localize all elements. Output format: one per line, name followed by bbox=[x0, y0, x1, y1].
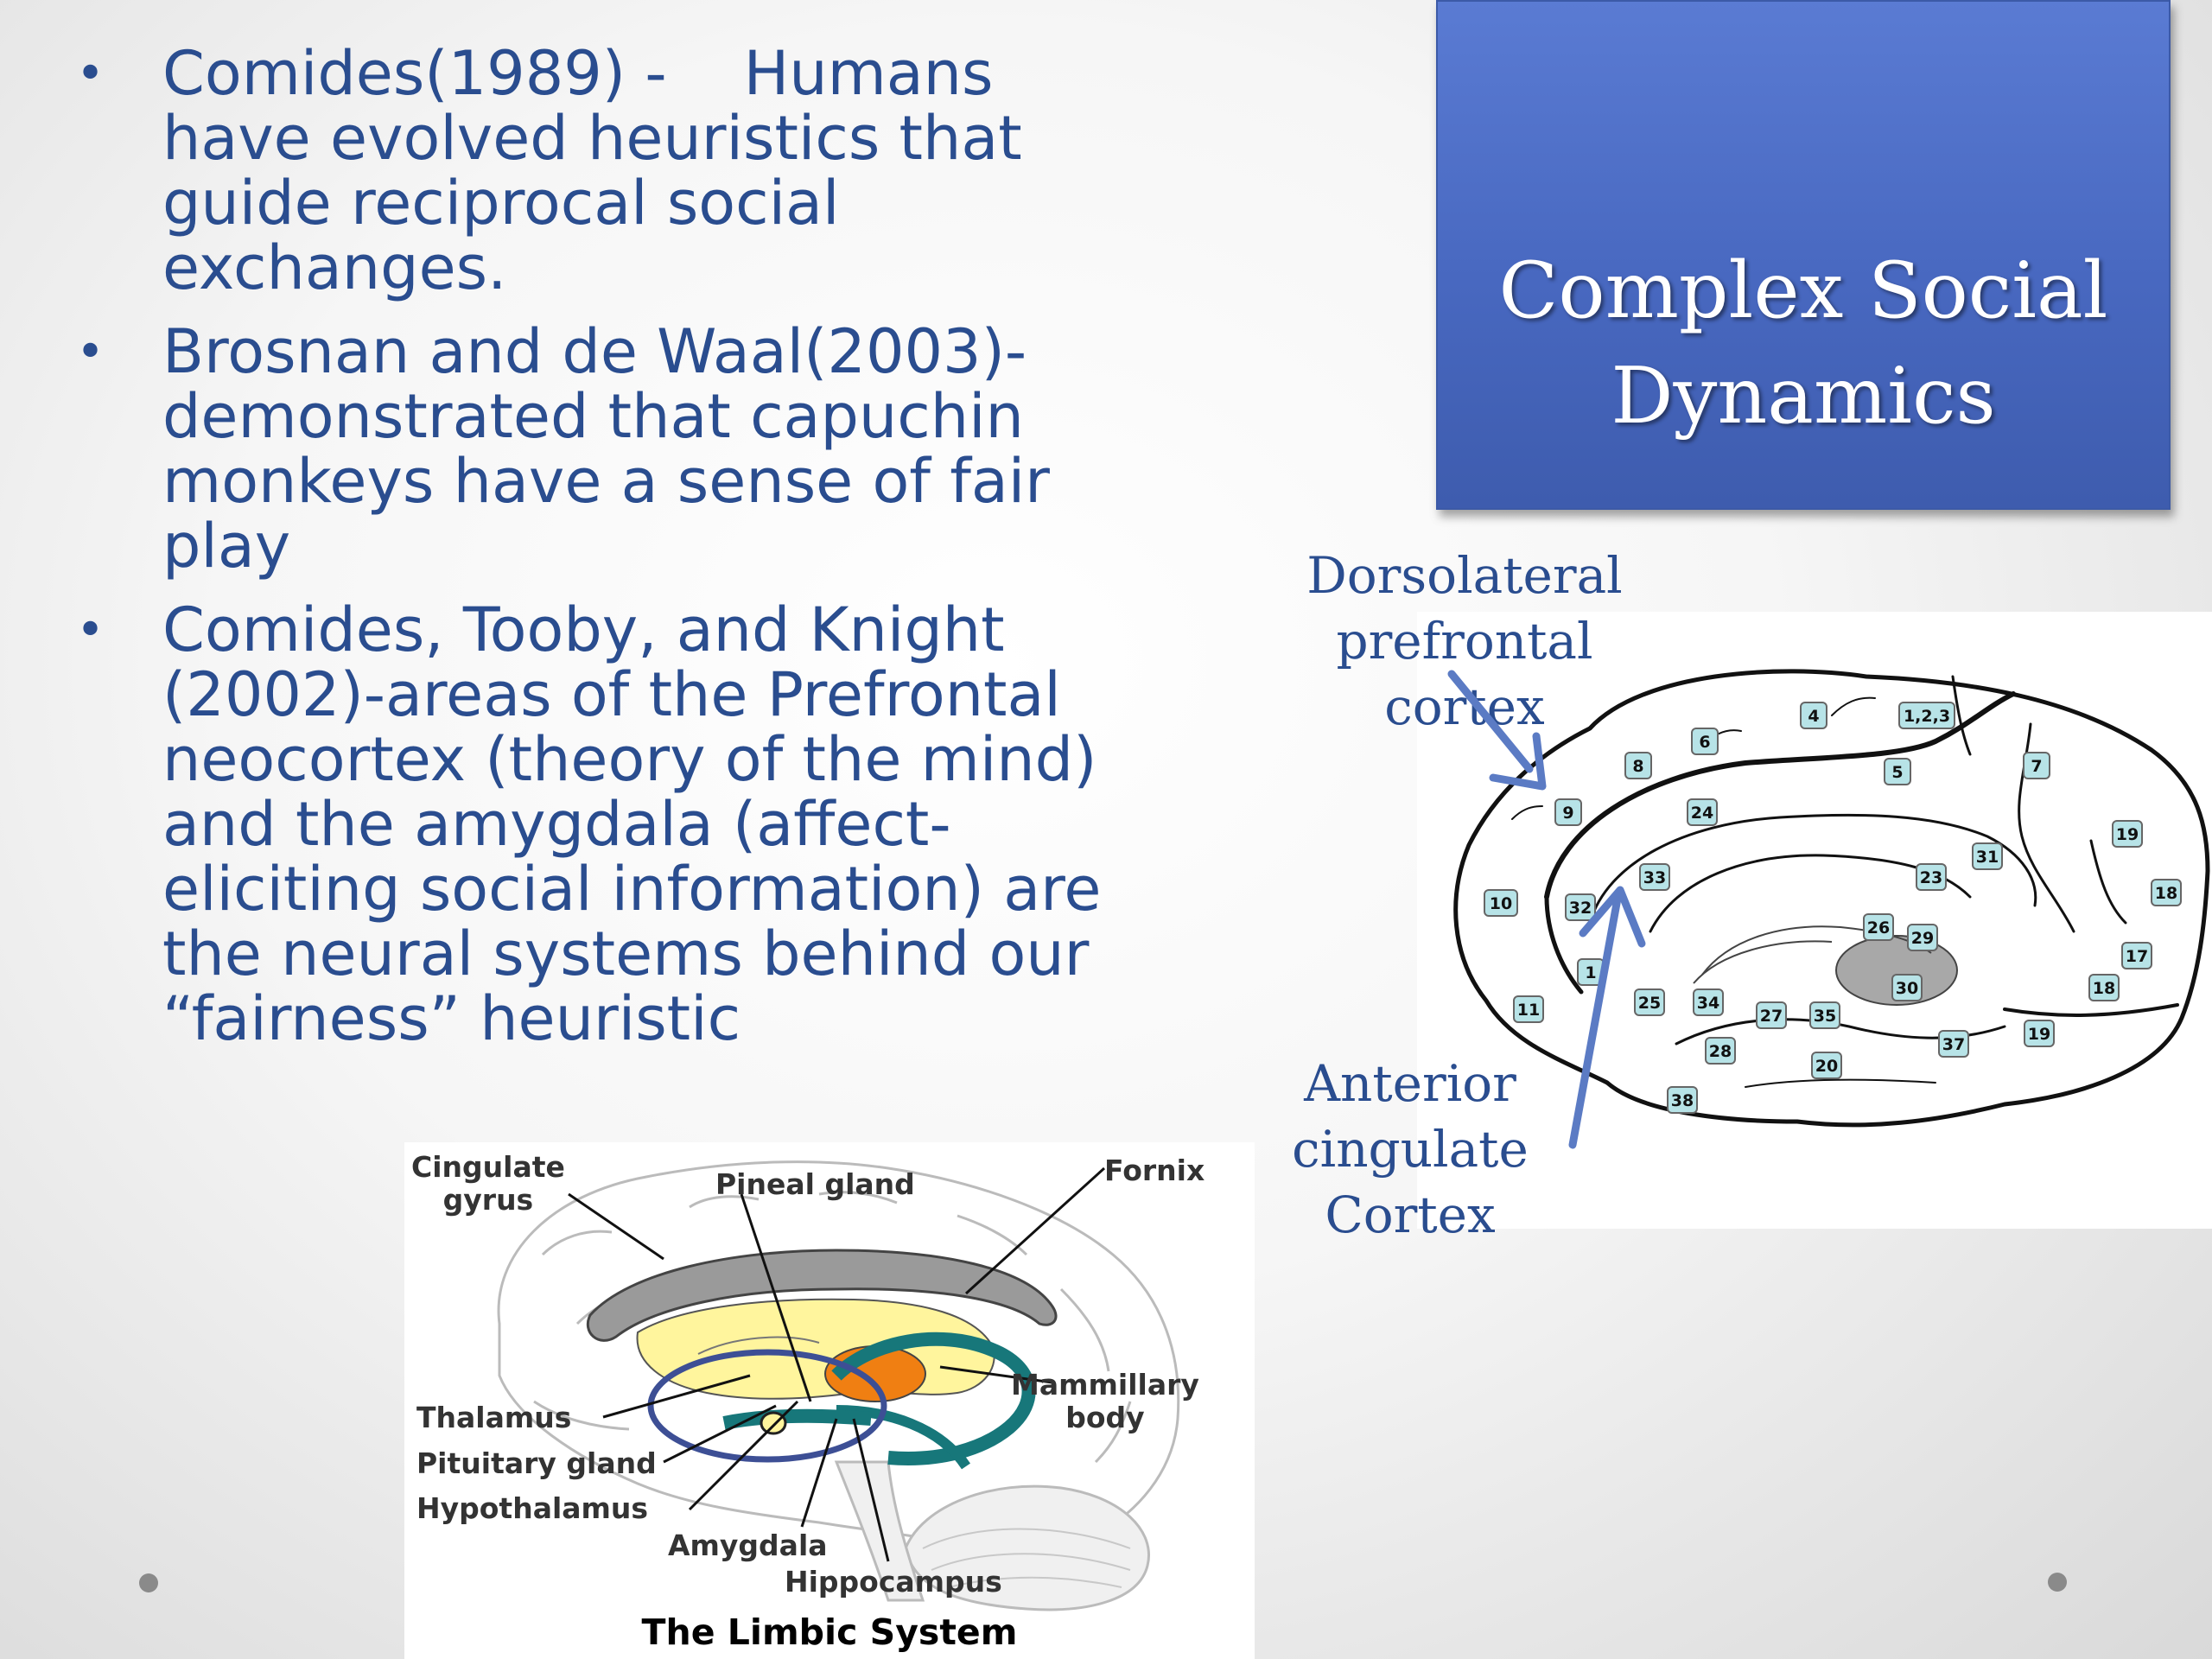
brodmann-area-label: 20 bbox=[1815, 1057, 1838, 1076]
anterior-cingulate-label: Anterior cingulate Cortex bbox=[1257, 1051, 1563, 1248]
brodmann-area-label: 1,2,3 bbox=[1904, 707, 1950, 726]
acc-arrow-icon bbox=[1568, 886, 1646, 1149]
slide-title: Complex Social Dynamics bbox=[1438, 238, 2169, 449]
brodmann-brain-drawing: 4 1,2,3 6 8 5 7 9 24 19 31 18 33 23 10 3… bbox=[1453, 669, 2210, 1128]
hypothalamus-label: Hypothalamus bbox=[416, 1491, 649, 1525]
fornix-label: Fornix bbox=[1104, 1154, 1205, 1187]
slide-nav-dot-left bbox=[139, 1573, 158, 1592]
bullet-item: • Comides(1989) - Humans have evolved he… bbox=[69, 41, 1106, 301]
brodmann-area-label: 25 bbox=[1638, 994, 1661, 1013]
brodmann-area-label: 18 bbox=[2093, 979, 2115, 998]
bullet-item: • Comides, Tooby, and Knight (2002)-area… bbox=[69, 598, 1106, 1052]
brodmann-area-label: 27 bbox=[1760, 1007, 1783, 1026]
brodmann-area-label: 17 bbox=[2126, 947, 2148, 966]
brodmann-area-label: 32 bbox=[1569, 899, 1592, 918]
bullet-text: Brosnan and de Waal(2003)- demonstrated … bbox=[162, 316, 1050, 582]
bullet-list: • Comides(1989) - Humans have evolved he… bbox=[69, 41, 1106, 1071]
brodmann-area-label: 9 bbox=[1562, 804, 1573, 823]
pineal-gland-label: Pineal gland bbox=[715, 1167, 915, 1201]
brodmann-area-label: 7 bbox=[2031, 757, 2042, 776]
brodmann-area-label: 5 bbox=[1891, 763, 1903, 782]
brodmann-area-label: 4 bbox=[1808, 707, 1819, 726]
bullet-item: • Brosnan and de Waal(2003)- demonstrate… bbox=[69, 320, 1106, 579]
brodmann-area-label: 33 bbox=[1643, 868, 1666, 887]
amygdala-label: Amygdala bbox=[668, 1529, 828, 1562]
brodmann-area-label: 1 bbox=[1585, 963, 1596, 982]
acc-label-line: Cortex bbox=[1325, 1185, 1496, 1244]
pituitary-gland-label: Pituitary gland bbox=[416, 1446, 657, 1480]
limbic-system-image: Cingulate gyrus Pineal gland Fornix Mamm… bbox=[404, 1142, 1255, 1659]
brodmann-brain-image: 4 1,2,3 6 8 5 7 9 24 19 31 18 33 23 10 3… bbox=[1417, 612, 2212, 1229]
brodmann-area-label: 11 bbox=[1517, 1001, 1540, 1020]
brodmann-area-label: 18 bbox=[2155, 884, 2177, 903]
brodmann-area-label: 30 bbox=[1896, 979, 1918, 998]
cingulate-gyrus-line: gyrus bbox=[442, 1183, 534, 1217]
limbic-system-title: The Limbic System bbox=[641, 1611, 1018, 1653]
bullet-text: Comides(1989) - Humans have evolved heur… bbox=[162, 38, 1022, 303]
brodmann-area-label: 6 bbox=[1699, 733, 1710, 752]
brodmann-area-label: 19 bbox=[2116, 825, 2139, 844]
limbic-brain-drawing bbox=[497, 1160, 1180, 1611]
slide-title-line: Complex Social bbox=[1498, 245, 2108, 336]
brodmann-area-label: 34 bbox=[1697, 994, 1719, 1013]
brodmann-area-label: 19 bbox=[2028, 1025, 2050, 1044]
title-box: Complex Social Dynamics bbox=[1436, 0, 2171, 510]
mammillary-body-line: body bbox=[1065, 1401, 1145, 1434]
bullet-text: Comides, Tooby, and Knight (2002)-areas … bbox=[162, 594, 1102, 1054]
bullet-dot: • bbox=[76, 324, 105, 380]
brodmann-area-label: 29 bbox=[1911, 929, 1934, 948]
slide-title-line: Dynamics bbox=[1611, 351, 1996, 442]
dlpfc-label: Dorsolateral prefrontal cortex bbox=[1249, 543, 1681, 740]
bullet-dot: • bbox=[76, 46, 105, 102]
acc-label-line: cingulate bbox=[1292, 1120, 1529, 1179]
brodmann-area-label: 28 bbox=[1709, 1042, 1732, 1061]
brodmann-area-label: 31 bbox=[1976, 848, 1999, 867]
brodmann-area-label: 35 bbox=[1814, 1007, 1836, 1026]
brodmann-area-label: 38 bbox=[1671, 1091, 1694, 1110]
brodmann-area-label: 10 bbox=[1490, 894, 1512, 913]
brodmann-area-label: 24 bbox=[1691, 804, 1713, 823]
dlpfc-label-line: Dorsolateral bbox=[1306, 546, 1623, 605]
mammillary-body-label: Mammillary body bbox=[1011, 1369, 1199, 1434]
hippocampus-label: Hippocampus bbox=[785, 1565, 1002, 1599]
brodmann-area-label: 8 bbox=[1632, 757, 1643, 776]
cingulate-gyrus-line: Cingulate bbox=[411, 1150, 565, 1184]
dlpfc-arrow-icon bbox=[1447, 670, 1547, 791]
thalamus-label: Thalamus bbox=[416, 1401, 572, 1434]
acc-label-line: Anterior bbox=[1304, 1054, 1516, 1113]
brodmann-area-label: 26 bbox=[1867, 918, 1890, 938]
dlpfc-label-line: prefrontal cortex bbox=[1336, 612, 1593, 736]
bullet-dot: • bbox=[76, 602, 105, 658]
brodmann-area-label: 23 bbox=[1920, 868, 1942, 887]
brodmann-area-label: 37 bbox=[1942, 1035, 1965, 1054]
mammillary-body-line: Mammillary bbox=[1011, 1368, 1199, 1402]
slide-nav-dot-right bbox=[2048, 1573, 2067, 1592]
cingulate-gyrus-label: Cingulate gyrus bbox=[411, 1151, 565, 1217]
